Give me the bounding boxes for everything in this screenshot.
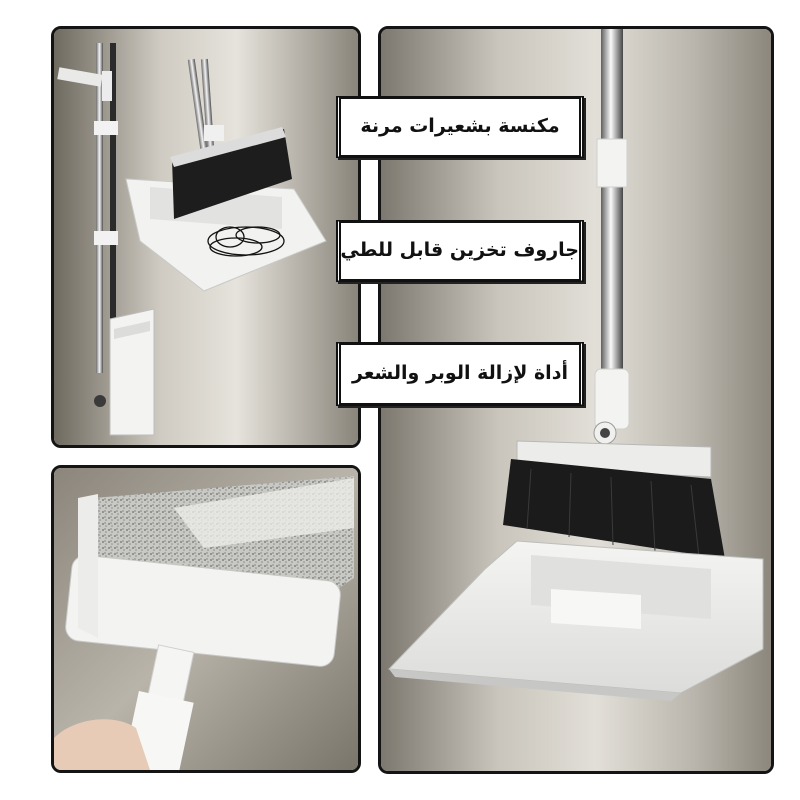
photo-panel-lint-roller xyxy=(51,465,361,773)
photo-panel-storage xyxy=(51,26,361,448)
feature-label-flexible-broom: مكنسة بشعيرات مرنة xyxy=(336,96,584,158)
feature-label-foldable-dustpan: جاروف تخزين قابل للطي xyxy=(336,220,584,282)
upright-storage-photo xyxy=(54,29,358,445)
lint-roller-photo xyxy=(54,468,358,770)
feature-label-lint-hair-tool: أداة لإزالة الوبر والشعر xyxy=(336,342,584,406)
